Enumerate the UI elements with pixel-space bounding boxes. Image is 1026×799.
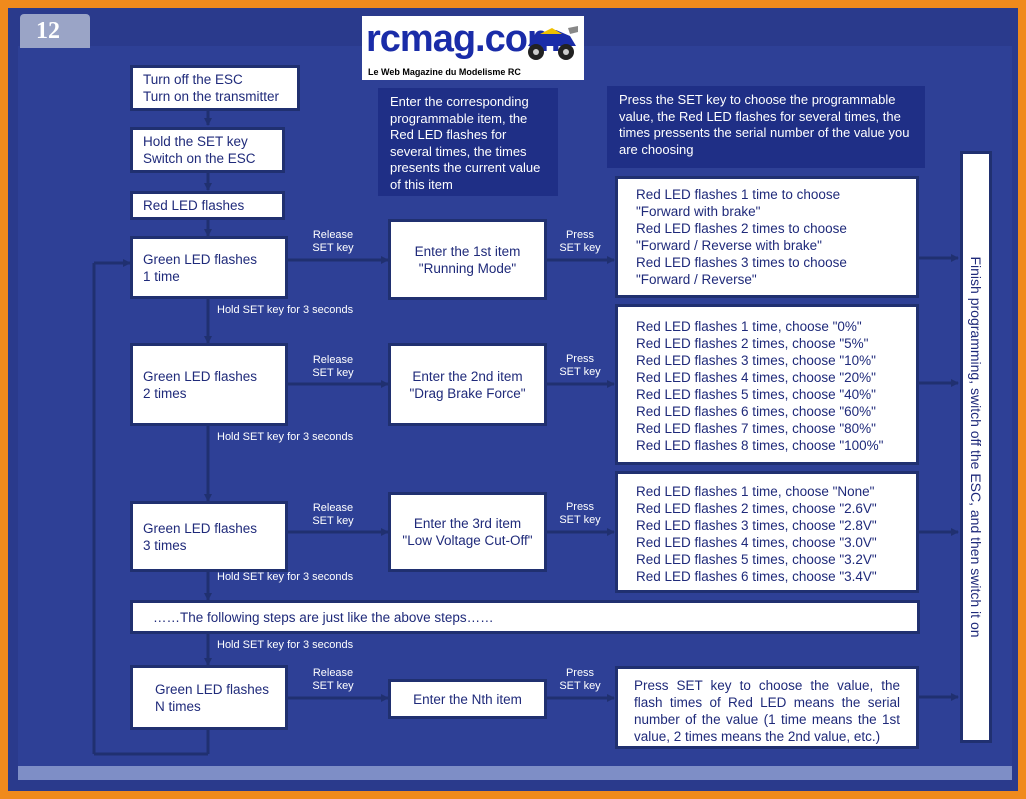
options-box-1: Red LED flashes 1 time to choose "Forwar… <box>615 176 919 298</box>
options-box-n: Press SET key to choose the value, the f… <box>615 666 919 749</box>
label-line: Release <box>312 502 354 514</box>
option-line: "Forward with brake" <box>636 204 761 219</box>
option-line: Red LED flashes 3 times to choose <box>636 255 847 270</box>
green-led-2: Green LED flashes 2 times <box>130 343 288 426</box>
option-line: Red LED flashes 5 times, choose "40%" <box>636 387 876 402</box>
label-line: Press <box>565 501 595 513</box>
green-led-line: Green LED flashes <box>143 520 258 536</box>
option-line: Red LED flashes 5 times, choose "3.2V" <box>636 552 877 567</box>
label-line: Release <box>312 354 354 366</box>
green-led-n: Green LED flashes N times <box>130 665 288 730</box>
item-line: "Low Voltage Cut-Off" <box>402 533 533 548</box>
step-line: Switch on the ESC <box>143 151 256 166</box>
option-line: Red LED flashes 1 time to choose <box>636 187 841 202</box>
item-line: Enter the 1st item <box>414 243 521 259</box>
label-line: SET key <box>312 515 354 527</box>
logo-tagline: Le Web Magazine du Modelisme RC <box>362 64 584 80</box>
option-line: Press SET key to choose the value, the f… <box>634 678 900 744</box>
press-label-2: Press SET key <box>552 353 608 379</box>
options-box-3: Red LED flashes 1 time, choose "None" Re… <box>615 471 919 593</box>
green-led-line: N times <box>155 698 201 714</box>
info-set-value: Press the SET key to choose the programm… <box>607 86 925 168</box>
label-line: SET key <box>559 242 601 254</box>
option-line: Red LED flashes 3 times, choose "10%" <box>636 353 876 368</box>
item-box-1: Enter the 1st item "Running Mode" <box>388 219 547 300</box>
release-label-1: Release SET key <box>300 229 366 255</box>
label-line: Release <box>312 229 354 241</box>
release-label-n: Release SET key <box>300 667 366 693</box>
green-led-line: Green LED flashes <box>143 368 258 384</box>
options-box-2: Red LED flashes 1 time, choose "0%" Red … <box>615 304 919 465</box>
label-line: Press <box>565 353 595 365</box>
label-line: SET key <box>312 242 354 254</box>
option-line: Red LED flashes 7 times, choose "80%" <box>636 421 876 436</box>
label-line: SET key <box>559 366 601 378</box>
option-line: Red LED flashes 8 times, choose "100%" <box>636 438 884 453</box>
option-line: Red LED flashes 1 time, choose "None" <box>636 484 875 499</box>
item-line: "Drag Brake Force" <box>409 385 526 401</box>
green-led-3: Green LED flashes 3 times <box>130 501 288 572</box>
finish-programming-box: Finish programming, switch off the ESC, … <box>960 151 992 743</box>
step-hold-set: Hold the SET key Switch on the ESC <box>130 127 285 173</box>
release-label-2: Release SET key <box>300 354 366 380</box>
hold-label-1: Hold SET key for 3 seconds <box>217 304 354 316</box>
label-line: SET key <box>312 680 354 692</box>
option-line: Red LED flashes 2 times, choose "5%" <box>636 336 869 351</box>
option-line: Red LED flashes 6 times, choose "60%" <box>636 404 876 419</box>
option-line: Red LED flashes 1 time, choose "0%" <box>636 319 862 334</box>
option-line: Red LED flashes 4 times, choose "20%" <box>636 370 876 385</box>
option-line: Red LED flashes 4 times, choose "3.0V" <box>636 535 877 550</box>
label-line: Press <box>565 229 595 241</box>
label-line: Press <box>565 667 595 679</box>
step-red-led: Red LED flashes <box>130 191 285 220</box>
step-turn-off-esc: Turn off the ESC Turn on the transmitter <box>130 65 300 111</box>
item-line: Enter the Nth item <box>413 691 522 707</box>
step-line: Turn on the transmitter <box>143 89 280 104</box>
green-led-line: 3 times <box>143 537 187 553</box>
green-led-1: Green LED flashes 1 time <box>130 236 288 299</box>
page-number: 12 <box>20 14 90 48</box>
step-line: Turn off the ESC <box>143 72 243 87</box>
hold-label-3: Hold SET key for 3 seconds <box>217 571 354 583</box>
item-line: "Running Mode" <box>418 260 517 276</box>
item-line: Enter the 2nd item <box>412 368 523 384</box>
info-enter-item: Enter the corresponding programmable ite… <box>378 88 558 196</box>
item-box-3: Enter the 3rd item "Low Voltage Cut-Off" <box>388 492 547 572</box>
rc-car-icon <box>528 26 578 60</box>
option-line: "Forward / Reverse" <box>636 272 757 287</box>
press-label-n: Press SET key <box>552 667 608 693</box>
finish-text: Finish programming, switch off the ESC, … <box>968 256 984 638</box>
green-led-line: 2 times <box>143 385 187 401</box>
item-box-2: Enter the 2nd item "Drag Brake Force" <box>388 343 547 426</box>
option-line: Red LED flashes 6 times, choose "3.4V" <box>636 569 877 584</box>
green-led-line: Green LED flashes <box>143 251 258 267</box>
green-led-line: Green LED flashes <box>155 681 270 697</box>
hold-label-2: Hold SET key for 3 seconds <box>217 431 354 443</box>
press-label-1: Press SET key <box>552 229 608 255</box>
item-line: Enter the 3rd item <box>413 516 522 531</box>
green-led-line: 1 time <box>143 268 180 284</box>
label-line: SET key <box>312 367 354 379</box>
option-line: Red LED flashes 2 times, choose "2.6V" <box>636 501 877 516</box>
bottom-strip <box>18 766 1012 780</box>
label-line: SET key <box>559 514 601 526</box>
release-label-3: Release SET key <box>300 502 366 528</box>
hold-label-4: Hold SET key for 3 seconds <box>217 639 354 651</box>
press-label-3: Press SET key <box>552 501 608 527</box>
following-steps-text: ……The following steps are just like the … <box>153 609 494 625</box>
option-line: Red LED flashes 3 times, choose "2.8V" <box>636 518 877 533</box>
option-line: Red LED flashes 2 times to choose <box>636 221 847 236</box>
step-line: Hold the SET key <box>143 134 248 149</box>
item-box-n: Enter the Nth item <box>388 679 547 719</box>
rcmag-logo: rcmag.com Le Web Magazine du Modelisme R… <box>362 16 584 80</box>
following-steps-banner: ……The following steps are just like the … <box>130 600 920 634</box>
label-line: SET key <box>559 680 601 692</box>
option-line: "Forward / Reverse with brake" <box>636 238 822 253</box>
step-line: Red LED flashes <box>143 198 245 213</box>
label-line: Release <box>312 667 354 679</box>
